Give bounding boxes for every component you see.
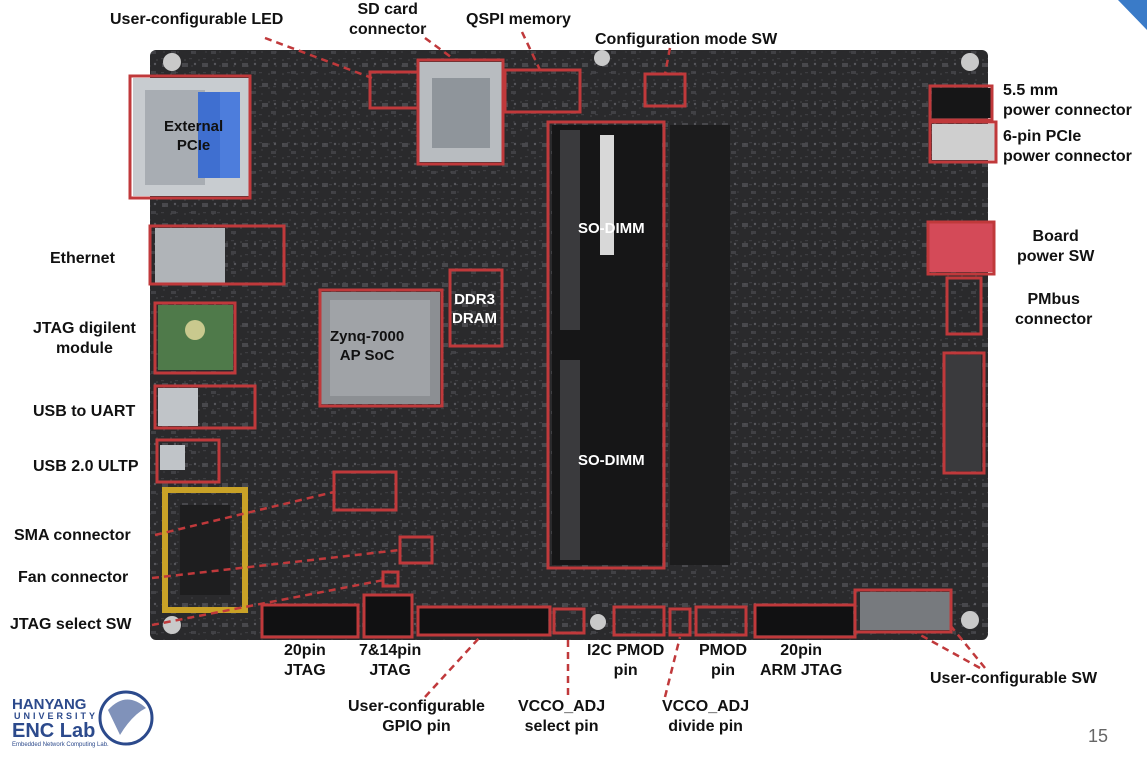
logo-university: UNIVERSITY <box>14 711 99 721</box>
logo-subtitle: Embedded Network Computing Lab. <box>12 742 109 748</box>
box-pcie-power <box>928 120 998 164</box>
box-user-sw <box>853 588 953 634</box>
label-pcie-power: 6-pin PCIe power connector <box>1003 128 1132 165</box>
leader-jtag-select <box>151 578 385 627</box>
board-label-ddr3: DDR3 DRAM <box>452 291 497 327</box>
box-sd-card <box>416 58 505 166</box>
board-label-sodimm-bottom: SO-DIMM <box>578 452 645 469</box>
board-label-external-pcie: External PCIe <box>164 118 224 154</box>
box-jtag-select <box>381 570 400 588</box>
logo-hanyang: HANYANG <box>12 696 87 713</box>
box-zynq <box>318 288 444 408</box>
label-i2c-pmod: I2C PMOD pin <box>587 642 665 679</box>
label-jtag714: 7&14pin JTAG <box>359 642 422 679</box>
leader-sd-card <box>424 36 456 62</box>
logo-enc-lab: ENC Lab <box>12 720 96 742</box>
box-usb-uart <box>153 384 257 430</box>
label-pmod: PMOD pin <box>699 642 747 679</box>
box-conn-right <box>942 351 986 475</box>
label-sma: SMA connector <box>14 527 131 544</box>
slide-corner-decoration <box>1118 0 1147 30</box>
lion-logo-icon <box>98 690 154 746</box>
box-qspi <box>503 68 582 114</box>
box-ethernet <box>148 224 286 286</box>
label-vcco-select: VCCO_ADJ select pin <box>518 698 606 735</box>
label-user-sw: User-configurable SW <box>930 670 1098 687</box>
box-jtag714 <box>362 593 414 639</box>
box-external-pcie <box>128 74 252 200</box>
label-ethernet: Ethernet <box>50 250 115 267</box>
box-jtag20 <box>260 603 360 639</box>
label-fan: Fan connector <box>18 569 129 586</box>
label-pmbus: PMbus connector <box>1015 291 1093 328</box>
box-gpio <box>416 605 552 637</box>
box-power-55 <box>928 84 994 122</box>
leader-user-sw-b <box>949 624 986 669</box>
box-i2c-pmod <box>612 605 666 637</box>
board-label-sodimm-top: SO-DIMM <box>578 220 645 237</box>
box-fan <box>398 535 434 565</box>
label-qspi: QSPI memory <box>466 11 571 28</box>
leader-user-sw-a <box>914 630 981 670</box>
box-vcco-select <box>552 607 586 635</box>
box-pmbus <box>945 276 983 336</box>
label-usb-uart: USB to UART <box>33 403 136 420</box>
label-jtag-digilent: JTAG digilent module <box>33 320 136 357</box>
box-board-power <box>926 220 996 276</box>
leader-config-sw <box>663 47 672 75</box>
board-label-zynq: Zynq-7000 AP SoC <box>330 328 405 364</box>
label-jtag20: 20pin JTAG <box>284 642 326 679</box>
label-usb20: USB 2.0 ULTP <box>33 458 139 475</box>
box-sma <box>332 470 398 512</box>
label-config-sw: Configuration mode SW <box>595 31 778 48</box>
box-ddr3 <box>448 268 504 348</box>
label-user-led: User-configurable LED <box>110 11 284 28</box>
box-pmod <box>694 605 748 637</box>
box-vcco-divide <box>668 607 692 637</box>
box-sodimm <box>546 120 666 570</box>
label-jtag-select: JTAG select SW <box>10 616 132 633</box>
leader-fan <box>151 548 401 580</box>
leader-vcco-divide <box>663 636 682 698</box>
box-user-led <box>368 70 420 110</box>
label-gpio: User-configurable GPIO pin <box>348 698 485 735</box>
label-board-power-sw: Board power SW <box>1017 228 1095 265</box>
label-sd-card: SD card connector <box>349 1 427 38</box>
label-vcco-divide: VCCO_ADJ divide pin <box>662 698 750 735</box>
label-power-55: 5.5 mm power connector <box>1003 82 1132 119</box>
box-jtag-digilent <box>153 301 237 375</box>
leader-gpio <box>424 636 481 698</box>
box-usb20 <box>155 438 221 484</box>
label-arm-jtag: 20pin ARM JTAG <box>760 642 843 679</box>
leader-sma <box>154 490 335 537</box>
page-number: 15 <box>1088 726 1109 746</box>
